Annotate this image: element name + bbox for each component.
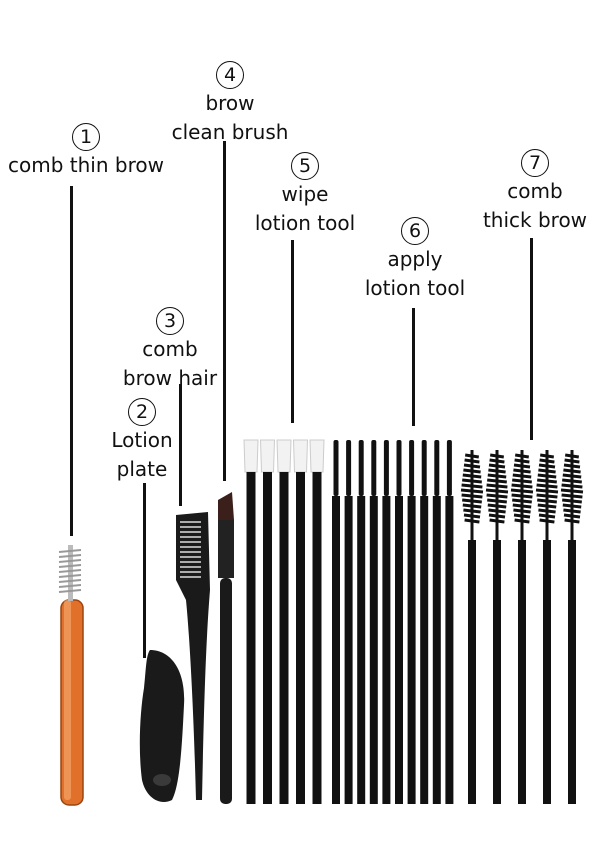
- micro-tip: [383, 440, 389, 496]
- number-badge-7: 7: [521, 149, 549, 177]
- leader-line-3: [179, 384, 182, 506]
- label-5: 5 wipe lotion tool: [240, 151, 370, 238]
- label-7-line-1: comb: [507, 179, 563, 203]
- leader-line-1: [70, 186, 73, 536]
- brush-handle: [220, 578, 232, 804]
- label-6: 6 apply lotion tool: [350, 216, 480, 303]
- foam-handle: [263, 472, 272, 804]
- mascara-handle: [543, 540, 551, 804]
- lotion-plate: [139, 650, 185, 802]
- micro-handle: [432, 496, 441, 804]
- foam-handle: [246, 472, 256, 804]
- spoolie-handle-highlight: [64, 600, 71, 800]
- leader-line-6: [412, 308, 415, 426]
- label-3-line-1: comb: [142, 337, 198, 361]
- micro-handle: [407, 496, 416, 804]
- label-3: 3 comb brow hair: [110, 306, 230, 393]
- spoolie-bristle: [58, 549, 82, 553]
- micro-handle: [382, 496, 391, 804]
- mascara-core: [470, 450, 474, 540]
- label-4-line-1: brow: [205, 91, 255, 115]
- label-3-line-2: brow hair: [122, 366, 218, 390]
- spoolie-bristle: [58, 589, 82, 593]
- number-badge-2: 2: [128, 398, 156, 426]
- foam-tip: [292, 439, 309, 473]
- foam-handle: [312, 472, 322, 804]
- label-6-line-1: apply: [387, 247, 443, 271]
- brush-bristles: [218, 492, 234, 520]
- mascara-handle: [568, 540, 576, 804]
- label-2-line-1: Lotion: [111, 428, 173, 452]
- micro-tip: [421, 440, 427, 496]
- number-badge-5: 5: [291, 152, 319, 180]
- leader-line-4: [223, 141, 226, 481]
- spoolie-bristle: [58, 579, 82, 583]
- leader-line-7: [530, 238, 533, 440]
- mascara-core: [495, 450, 499, 540]
- micro-tip: [446, 440, 452, 496]
- foam-tip: [309, 439, 325, 473]
- label-1: 1 comb thin brow: [0, 122, 172, 180]
- spoolie-stem: [68, 545, 73, 601]
- spoolie-bristle: [58, 584, 82, 588]
- label-7-line-2: thick brow: [482, 208, 588, 232]
- mascara-core: [520, 450, 524, 540]
- leader-line-5: [291, 240, 294, 423]
- label-4-line-2: clean brush: [171, 120, 289, 144]
- label-6-line-2: lotion tool: [364, 276, 466, 300]
- number-badge-6: 6: [401, 217, 429, 245]
- label-7: 7 comb thick brow: [470, 148, 600, 235]
- mascara-handle: [468, 540, 476, 804]
- micro-handle: [344, 496, 353, 804]
- leader-line-2: [143, 483, 146, 658]
- tail-comb-body: [176, 512, 210, 800]
- mascara-handle: [493, 540, 501, 804]
- spoolie-bristle: [58, 564, 82, 568]
- micro-handle: [395, 496, 403, 804]
- micro-handle: [369, 496, 378, 804]
- mascara-core: [545, 450, 549, 540]
- foam-handle: [279, 472, 289, 804]
- micro-tip: [371, 440, 377, 496]
- foam-tip: [243, 439, 259, 473]
- mascara-handle: [518, 540, 526, 804]
- spoolie-bristle: [58, 569, 82, 573]
- micro-tip: [396, 440, 402, 496]
- spoolie-bristle: [58, 559, 82, 563]
- label-2: 2 Lotion plate: [100, 397, 184, 484]
- label-4: 4 brow clean brush: [160, 60, 300, 147]
- micro-handle: [332, 496, 340, 804]
- micro-tip: [333, 440, 339, 496]
- lotion-plate-hole: [153, 774, 171, 786]
- mascara-core: [570, 450, 574, 540]
- micro-handle: [420, 496, 429, 804]
- foam-handle: [296, 472, 305, 804]
- label-2-line-2: plate: [116, 457, 168, 481]
- brush-ferrule: [218, 520, 234, 578]
- foam-tip: [259, 439, 276, 473]
- micro-tip: [434, 440, 440, 496]
- micro-tip: [358, 440, 364, 496]
- micro-handle: [357, 496, 366, 804]
- number-badge-3: 3: [156, 307, 184, 335]
- label-1-line-1: comb thin brow: [8, 153, 164, 177]
- foam-tip: [276, 439, 292, 473]
- micro-handle: [445, 496, 454, 804]
- label-5-line-2: lotion tool: [254, 211, 356, 235]
- number-badge-1: 1: [72, 123, 100, 151]
- spoolie-bristle: [58, 574, 82, 578]
- spoolie-bristle: [58, 554, 82, 558]
- number-badge-4: 4: [216, 61, 244, 89]
- micro-tip: [346, 440, 352, 496]
- label-5-line-1: wipe: [281, 182, 329, 206]
- micro-tip: [409, 440, 415, 496]
